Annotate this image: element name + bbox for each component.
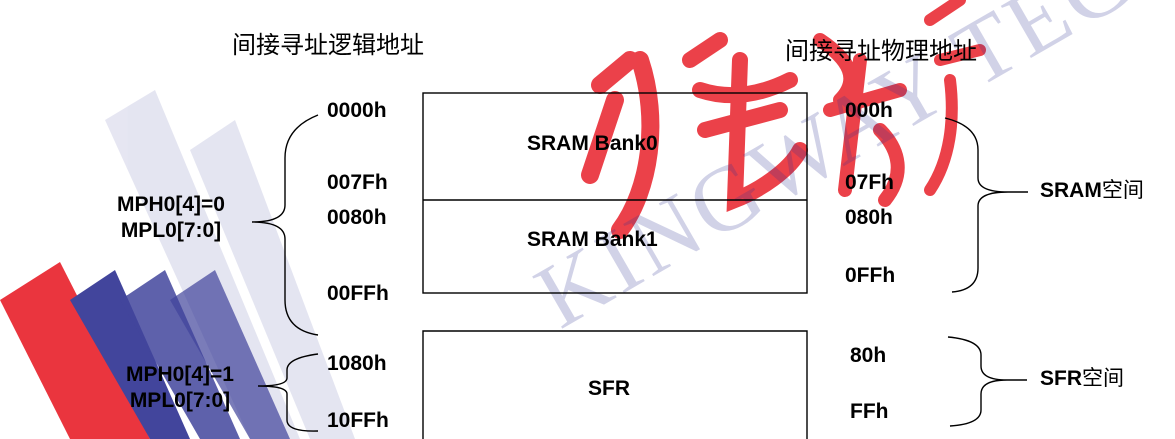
logical-addr-0080h: 0080h	[327, 206, 387, 229]
logical-addr-0000h: 0000h	[327, 99, 387, 122]
sram-mpl0-label: MPL0[7:0]	[120, 219, 222, 242]
left-brace-sram	[251, 114, 319, 336]
sfr-block	[422, 330, 808, 439]
sfr-space-prefix: SFR	[1040, 367, 1082, 390]
physical-addr-07fh: 07Fh	[845, 171, 895, 194]
left-brace-sfr	[257, 353, 319, 432]
sram-space-prefix: SRAM	[1040, 179, 1102, 202]
sfr-label: SFR	[588, 377, 630, 400]
watermark-blue-stripe-3	[170, 270, 290, 439]
sram-condition: MPH0[4]=0 MPL0[7:0]	[86, 192, 256, 244]
physical-addr-000h: 000h	[845, 99, 893, 122]
sfr-mph0-label: MPH0[4]=1	[126, 363, 234, 386]
watermark-red-stripe	[0, 262, 150, 439]
logical-addr-007fh: 007Fh	[327, 171, 388, 194]
sram-space-label: SRAM空间	[1040, 178, 1144, 202]
watermark-blue-stripe-2	[120, 270, 240, 439]
sram-bank0-label: SRAM Bank0	[527, 132, 658, 155]
physical-addr-ffh: FFh	[850, 400, 889, 423]
physical-addr-080h: 080h	[845, 206, 893, 229]
right-brace-sram	[944, 117, 1009, 293]
logical-addr-10ffh: 10FFh	[327, 409, 389, 432]
physical-addr-80h: 80h	[850, 344, 887, 367]
sram-bank1-label: SRAM Bank1	[527, 228, 658, 251]
watermark-red-calligraphy	[581, 0, 986, 239]
sfr-condition: MPH0[4]=1 MPL0[7:0]	[100, 362, 260, 414]
sram-block	[422, 92, 808, 294]
logical-address-title: 间接寻址逻辑地址	[232, 31, 424, 59]
sram-space-suffix: 空间	[1101, 178, 1144, 202]
watermark-blue-stripe-1	[70, 270, 190, 439]
logical-addr-1080h: 1080h	[327, 352, 387, 375]
physical-address-title: 间接寻址物理地址	[785, 37, 977, 65]
physical-addr-0ffh: 0FFh	[845, 264, 896, 287]
sfr-space-label: SFR空间	[1040, 366, 1124, 390]
logical-addr-00ffh: 00FFh	[327, 282, 389, 305]
sram-mph0-label: MPH0[4]=0	[117, 193, 225, 216]
sfr-mpl0-label: MPL0[7:0]	[129, 389, 231, 412]
right-brace-sfr	[947, 336, 1008, 427]
sfr-space-suffix: 空间	[1082, 366, 1124, 390]
